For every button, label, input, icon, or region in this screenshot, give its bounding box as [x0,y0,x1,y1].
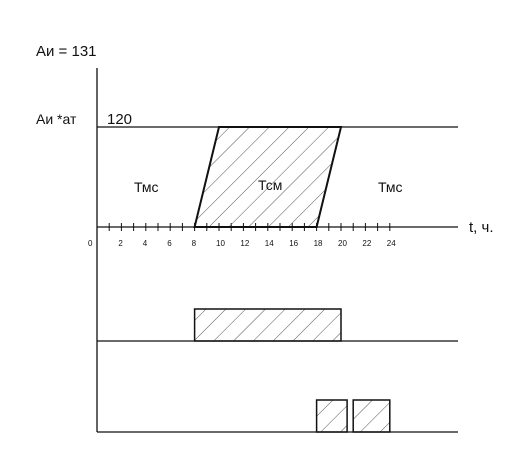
x-tick-label: 0 [88,239,93,248]
x-tick-label: 14 [265,239,274,248]
x-tick-label: 22 [362,239,371,248]
x-axis-label: t, ч. [469,219,494,236]
y-top-label: Аи = 131 [36,43,97,60]
x-tick-label: 8 [192,239,197,248]
x-tick-label: 24 [387,239,396,248]
x-tick-label: 16 [289,239,298,248]
x-tick-label: 6 [167,239,172,248]
x-tick-label: 20 [338,239,347,248]
panel3-bar [352,399,391,433]
level-label: 120 [107,111,132,128]
x-tick-label: 18 [314,239,323,248]
panel3-bar [315,399,348,433]
y-axis-label: Аи *ат [36,111,77,127]
region-center-label: Тсм [258,177,282,193]
region-left-label: Тмс [134,179,159,195]
x-tick-label: 10 [216,239,225,248]
panel2-shift-bar [193,308,342,342]
region-right-label: Тмс [378,179,403,195]
shift-operating-region [193,126,343,228]
panel3-bars [315,399,391,433]
x-tick-label: 4 [143,239,148,248]
x-tick-label: 2 [118,239,123,248]
x-tick-label: 12 [240,239,249,248]
